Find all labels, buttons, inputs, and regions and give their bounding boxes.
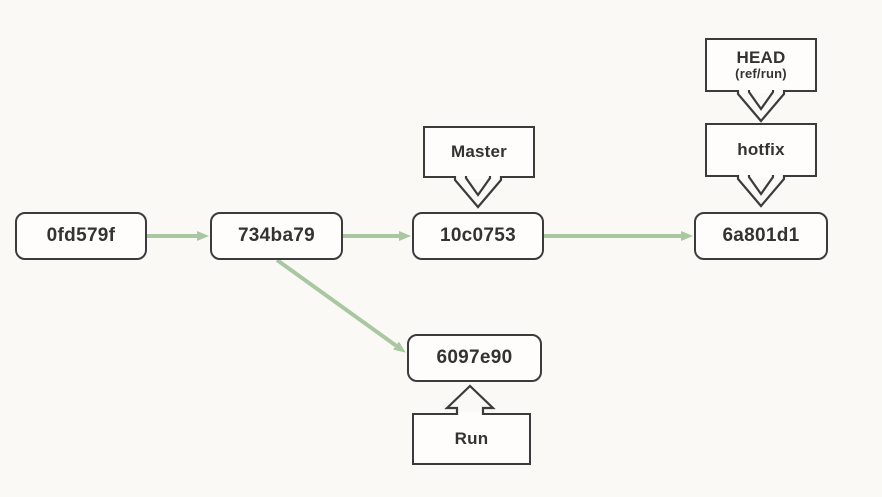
commit-node-734ba79: 734ba79: [210, 212, 343, 260]
branch-label-hotfix: hotfix: [705, 123, 817, 177]
commit-node-6a801d1: 6a801d1: [694, 212, 828, 260]
head-label-text: HEAD: [736, 47, 786, 67]
label-pointer-head-down-icon: [736, 90, 786, 123]
commit-node-6097e90: 6097e90: [407, 334, 542, 382]
commit-node-10c0753: 10c0753: [412, 212, 544, 260]
edge-arrow-734ba79-6097e90: [275, 258, 406, 353]
branch-label-text: hotfix: [737, 140, 785, 160]
commit-hash: 6097e90: [436, 347, 513, 368]
branch-label-master: Master: [423, 126, 535, 178]
commit-hash: 0fd579f: [46, 225, 116, 246]
label-pointer-master-down-icon: [453, 176, 503, 209]
commit-hash: 734ba79: [237, 225, 316, 246]
commit-hash: 6a801d1: [722, 225, 800, 246]
label-pointer-hotfix-down-icon: [736, 175, 786, 208]
head-sublabel-text: (ref/run): [735, 66, 787, 82]
head-label: HEAD (ref/run): [705, 38, 817, 92]
label-pointer-run-up-icon: [444, 384, 496, 415]
commit-hash: 10c0753: [439, 225, 517, 246]
branch-label-text: Run: [454, 429, 489, 449]
branch-label-text: Master: [450, 142, 507, 162]
commit-node-0fd579f: 0fd579f: [15, 212, 147, 260]
branch-label-run: Run: [412, 413, 531, 465]
